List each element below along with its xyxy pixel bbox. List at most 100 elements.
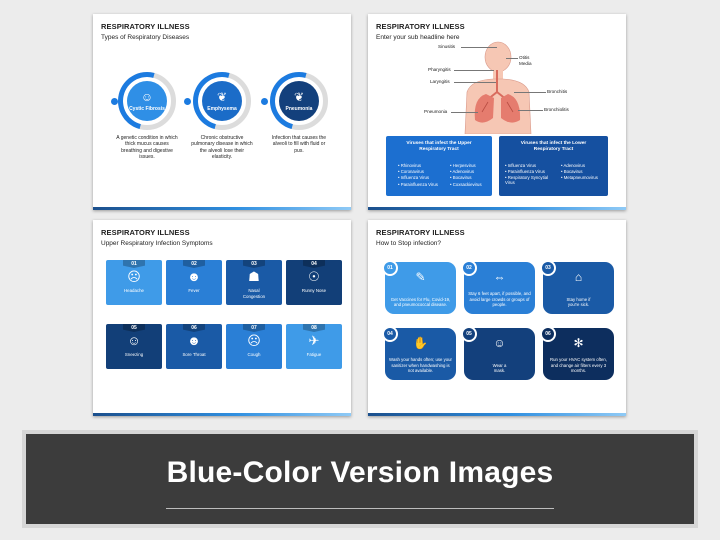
symptom-number: 03 (243, 260, 265, 268)
fever-icon: ☻ (187, 269, 201, 284)
version-banner: Blue-Color Version Images (22, 430, 698, 528)
runny-nose-icon: ☉ (308, 269, 320, 284)
symptom-number: 08 (303, 324, 325, 332)
step-badge: 02 (461, 260, 477, 276)
symptom-number: 02 (183, 260, 205, 268)
symptom-tile[interactable]: 03 ☗ Nasal Congestion (226, 260, 282, 305)
list-item: Parainfluenza Virus (398, 182, 438, 188)
prevention-card[interactable]: ⌂ Stay home if you're sick. (543, 262, 614, 314)
symptom-label: Runny Nose (301, 288, 327, 293)
throat-icon: ☻ (187, 333, 201, 348)
prevention-card[interactable]: ✋ Wash your hands often; use your saniti… (385, 328, 456, 380)
home-icon: ⌂ (574, 270, 583, 284)
leader-line (506, 58, 518, 59)
list-item: Bocavirus (450, 175, 482, 181)
symptom-tile[interactable]: 01 ☹ Headache (106, 260, 162, 305)
mask-icon: ☺ (493, 336, 506, 350)
banner-underline (166, 508, 554, 509)
upper-tract-list-2: Herpesvirus Adenovirus Bocavirus Coxsack… (450, 163, 482, 188)
slide-subtitle: How to Stop infection? (376, 240, 442, 247)
slide-subtitle: Upper Respiratory Infection Symptoms (101, 240, 213, 247)
prevention-text: Wear a mask. (492, 362, 507, 374)
leader-line (454, 70, 494, 71)
slide-title: RESPIRATORY ILLNESS (101, 22, 190, 31)
lower-tract-list-1: Influenza Virus Parainfluenza Virus Resp… (505, 163, 557, 185)
upper-tract-list-1: Rhinovirus Coronavirus Influenza Virus P… (398, 163, 438, 188)
slide-types-of-diseases[interactable]: RESPIRATORY ILLNESS Types of Respiratory… (93, 14, 351, 210)
disease-ring-3: ❦ Pneumonia (259, 61, 339, 141)
symptom-number: 05 (123, 324, 145, 332)
symptom-number: 01 (123, 260, 145, 268)
lungs-icon: ❦ (293, 89, 305, 104)
distance-icon: ⇔ (493, 270, 506, 284)
slide-subtitle: Enter your sub headline here (376, 34, 460, 41)
list-item: Bocavirus (561, 169, 598, 175)
slide-prevention[interactable]: RESPIRATORY ILLNESS How to Stop infectio… (368, 220, 626, 416)
person-icon: ☺ (140, 89, 154, 104)
label-pharyngitis: Pharyngitis (428, 67, 451, 72)
prevention-text: Stay 6 feet apart, if possible, and avoi… (468, 291, 531, 308)
symptom-tile[interactable]: 05 ☺ Sneezing (106, 324, 162, 369)
prevention-text: Stay home if you're sick. (566, 296, 591, 308)
list-item: Rhinovirus (398, 163, 438, 169)
banner-title: Blue-Color Version Images (166, 456, 554, 489)
slide-title: RESPIRATORY ILLNESS (376, 228, 465, 237)
leader-line (451, 112, 478, 113)
list-item: Metapneumovirus (561, 175, 598, 181)
label-bronchiolitis: Bronchiolitis (544, 107, 569, 112)
leader-line (518, 110, 543, 111)
symptom-label: Sore Throat (182, 352, 206, 357)
disease-badge-cystic-fibrosis: ☺ Cystic Fibrosis (127, 81, 167, 121)
slide-symptoms[interactable]: RESPIRATORY ILLNESS Upper Respiratory In… (93, 220, 351, 416)
list-item: Herpesvirus (450, 163, 482, 169)
sneeze-icon: ☺ (127, 333, 141, 348)
prevention-text: Wash your hands often; use your sanitize… (389, 357, 452, 374)
symptom-tile[interactable]: 07 ☹ Cough (226, 324, 282, 369)
connector-dot (261, 98, 268, 105)
nose-icon: ☗ (248, 269, 260, 284)
list-item: Adenovirus (561, 163, 598, 169)
connector-dot (184, 98, 191, 105)
lower-tract-box: Viruses that infect the Lower Respirator… (499, 136, 608, 196)
fatigue-icon: ✈ (308, 333, 320, 348)
disease-description: Infection that causes the alveoli to fil… (271, 135, 327, 154)
step-badge: 03 (540, 260, 556, 276)
label-sinusitis: Sinusitis (438, 44, 456, 49)
leader-line (514, 92, 546, 93)
symptom-tile[interactable]: 06 ☻ Sore Throat (166, 324, 222, 369)
list-item: Respiratory Syncytial Virus (505, 175, 557, 185)
symptom-label: Fever (188, 288, 200, 293)
lower-tract-title: Viruses that infect the Lower Respirator… (520, 141, 587, 152)
prevention-text: Get Vaccines for Flu, Covid-19, and pneu… (390, 296, 451, 308)
upper-tract-box: Viruses that infect the Upper Respirator… (386, 136, 492, 196)
disease-ring-1: ☺ Cystic Fibrosis (107, 61, 187, 141)
symptom-number: 04 (303, 260, 325, 268)
list-item: Coronavirus (398, 169, 438, 175)
list-item: Influenza Virus (398, 175, 438, 181)
symptom-tile[interactable]: 04 ☉ Runny Nose (286, 260, 342, 305)
syringe-icon: ✎ (415, 270, 426, 284)
symptom-label: Cough (247, 352, 261, 357)
slide-anatomy-viruses[interactable]: RESPIRATORY ILLNESS Enter your sub headl… (368, 14, 626, 210)
list-item: Adenovirus (450, 169, 482, 175)
disease-ring-2: ❦ Emphysema (182, 61, 262, 141)
fan-icon: ✻ (573, 336, 584, 350)
disease-label: Pneumonia (285, 105, 313, 112)
label-laryngitis: Laryngitis (430, 79, 450, 84)
list-item: Parainfluenza Virus (505, 169, 557, 175)
step-badge: 06 (540, 326, 556, 342)
disease-description: Chronic obstructive pulmonary disease in… (191, 135, 253, 160)
disease-badge-pneumonia: ❦ Pneumonia (279, 81, 319, 121)
step-badge: 04 (382, 326, 398, 342)
symptom-tile[interactable]: 02 ☻ Fever (166, 260, 222, 305)
prevention-text: Run your HVAC system often, and change a… (550, 357, 607, 374)
slide-title: RESPIRATORY ILLNESS (101, 228, 190, 237)
symptom-tile[interactable]: 08 ✈ Fatigue (286, 324, 342, 369)
prevention-card[interactable]: ⇔ Stay 6 feet apart, if possible, and av… (464, 262, 535, 314)
disease-label: Cystic Fibrosis (129, 105, 165, 112)
symptom-label: Sneezing (124, 352, 144, 357)
slide-subtitle: Types of Respiratory Diseases (101, 34, 190, 41)
symptom-number: 07 (243, 324, 265, 332)
leader-line (454, 82, 496, 83)
slide-title: RESPIRATORY ILLNESS (376, 22, 465, 31)
